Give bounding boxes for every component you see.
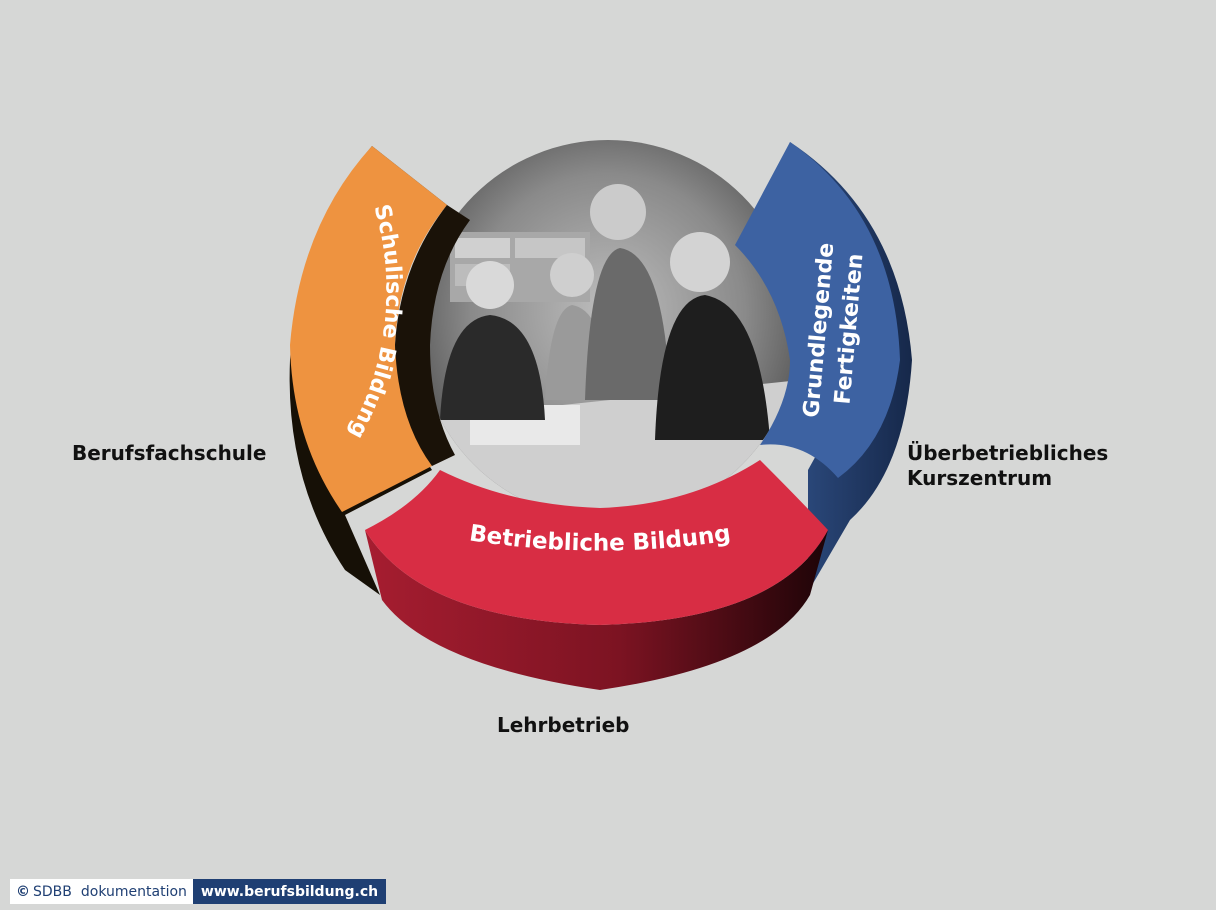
footer-org-name: SDBB — [33, 883, 72, 900]
copyright-symbol: © — [16, 883, 30, 900]
center-photo — [418, 140, 798, 520]
label-right-line2: Kurszentrum — [907, 466, 1053, 490]
label-lehrbetrieb: Lehrbetrieb — [497, 713, 629, 738]
segment-betriebliche-bildung: Betriebliche Bildung — [365, 460, 828, 690]
label-left-text: Berufsfachschule — [72, 441, 267, 465]
footer-section: dokumentation — [80, 883, 187, 900]
footer-bar: © SDBB dokumentation www.berufsbildung.c… — [10, 879, 387, 904]
label-berufsfachschule: Berufsfachschule — [72, 441, 266, 466]
label-bottom-text: Lehrbetrieb — [497, 713, 630, 737]
footer-url: www.berufsbildung.ch — [200, 883, 379, 900]
label-kurszentrum: Überbetriebliches Kurszentrum — [907, 441, 1108, 491]
label-right-line1: Überbetriebliches — [907, 441, 1109, 465]
photo-people — [420, 184, 798, 520]
footer-org: © SDBB dokumentation — [10, 879, 193, 904]
segment-grundlegende-fertigkeiten: Grundlegende Fertigkeiten — [735, 142, 912, 592]
footer-url-link[interactable]: www.berufsbildung.ch — [192, 879, 387, 904]
segment-schulische-bildung: Schulische Bildung — [289, 146, 470, 595]
